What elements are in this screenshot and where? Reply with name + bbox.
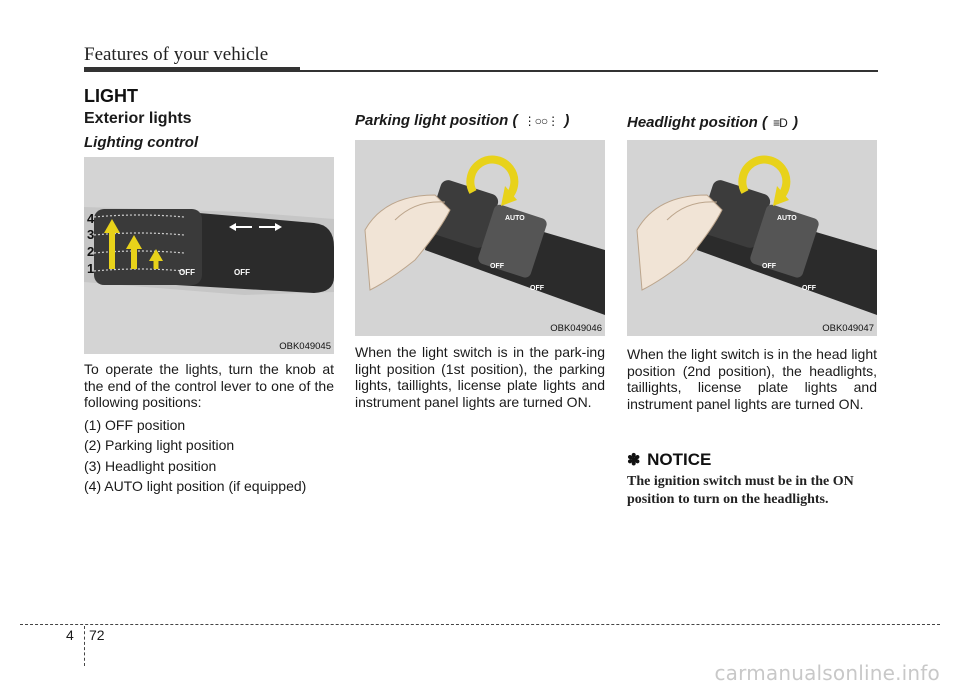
knob-label-4: 4	[87, 211, 95, 226]
header-rule-thin	[300, 70, 878, 72]
section-title: LIGHT	[84, 86, 138, 106]
notice-title: ✽ NOTICE	[627, 450, 712, 469]
footer-divider	[84, 626, 85, 666]
list-item: (3) Headlight position	[84, 457, 217, 474]
lighting-intro: To operate the lights, turn the knob at …	[84, 361, 334, 410]
parking-light-icon: ⋮○○⋮	[523, 114, 559, 128]
figure-off-label: OFF	[762, 263, 777, 270]
header-title: Features of your vehicle	[84, 44, 269, 65]
figure-off-label: OFF	[490, 263, 505, 270]
column-headlight: Headlight position ( ≡D )	[627, 114, 877, 131]
figure-code: OBK049046	[550, 323, 602, 334]
figure-off-label: OFF	[530, 285, 545, 292]
lighting-control-figure: OFF OFF 4 3 2 1 OBK049045	[84, 157, 334, 354]
notice-text: The ignition switch must be in the ON po…	[627, 474, 854, 507]
notice-star-icon: ✽	[627, 452, 641, 469]
figure-off-label: OFF	[802, 285, 817, 292]
lighting-control-text: To operate the lights, turn the knob at …	[84, 361, 334, 499]
page-number: 72	[89, 627, 105, 643]
parking-light-figure: AUTO OFF OFF OBK049046	[355, 140, 605, 336]
knob-label-3: 3	[87, 227, 94, 242]
list-item: (4) AUTO light position (if equipped)	[84, 478, 307, 494]
chapter-number: 4	[66, 627, 74, 643]
column-parking-light: Parking light position ( ⋮○○⋮ )	[355, 112, 605, 129]
parking-light-text: When the light switch is in the park-ing…	[355, 344, 605, 410]
parking-light-paragraph: When the light switch is in the park-ing…	[355, 344, 605, 410]
hand-lever-illustration: AUTO OFF OFF	[364, 155, 605, 315]
list-item: (1) OFF position	[84, 416, 186, 433]
figure-off-label: OFF	[234, 268, 250, 277]
lever-illustration: OFF OFF 4 3 2 1	[84, 207, 334, 295]
knob-label-1: 1	[87, 261, 94, 276]
headlight-heading: Headlight position ( ≡D )	[627, 114, 798, 131]
lighting-control-heading: Lighting control	[84, 134, 199, 151]
header-rule-thick	[84, 67, 300, 72]
position-list: (1) OFF position (2) Parking light posit…	[84, 417, 334, 495]
headlight-text: When the light switch is in the head lig…	[627, 346, 877, 412]
headlight-icon: ≡D	[773, 116, 788, 130]
list-item: (2) Parking light position	[84, 437, 235, 453]
headlight-paragraph: When the light switch is in the head lig…	[627, 346, 877, 412]
footer-rule	[20, 624, 940, 625]
figure-off-label: OFF	[179, 268, 195, 277]
watermark: carmanualsonline.info	[714, 661, 940, 685]
exterior-lights-heading: Exterior lights	[84, 110, 192, 127]
hand-lever-illustration: AUTO OFF OFF	[636, 155, 877, 315]
column-lighting-control: Exterior lights Lighting control	[84, 110, 334, 151]
figure-code: OBK049047	[822, 323, 874, 334]
figure-auto-label: AUTO	[505, 215, 525, 222]
figure-auto-label: AUTO	[777, 215, 797, 222]
parking-light-heading: Parking light position ( ⋮○○⋮ )	[355, 112, 570, 129]
figure-code: OBK049045	[279, 341, 331, 352]
knob-label-2: 2	[87, 244, 94, 259]
headlight-figure: AUTO OFF OFF OBK049047	[627, 140, 877, 336]
